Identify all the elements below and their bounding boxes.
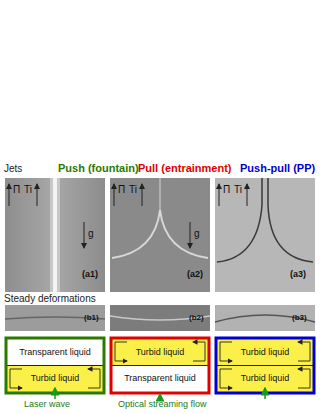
column-title: Push-pull (PP) <box>240 162 315 174</box>
panel-border <box>6 338 104 393</box>
symbol: Π <box>118 184 125 195</box>
band-label: Turbid liquid <box>241 348 290 358</box>
deformation-strip <box>215 305 315 331</box>
jet-photo <box>5 178 105 292</box>
panel-border <box>111 338 209 393</box>
heading: Steady deformations <box>4 293 96 304</box>
jet-beam <box>159 178 161 212</box>
symbol: g <box>194 228 200 239</box>
panel-ground <box>7 339 104 393</box>
band-label: Transparent liquid <box>19 348 91 358</box>
flow-loops <box>10 342 310 388</box>
liquid-band: Transparent liquid <box>124 367 196 390</box>
callout-label: Laser wave <box>24 400 70 410</box>
symbol: g <box>88 228 94 239</box>
symbol: Ti <box>234 184 242 195</box>
panel-tag: (a2) <box>187 270 203 280</box>
jet-photo <box>215 178 315 292</box>
panel-tag: (a1) <box>82 270 98 280</box>
band-label: Turbid liquid <box>31 374 80 384</box>
liquid-band: Turbid liquid <box>23 367 87 390</box>
panel-border <box>216 338 314 393</box>
symbol: Ti <box>129 184 137 195</box>
column-title: Pull (entrainment) <box>138 162 232 174</box>
liquid-band: Transparent liquid <box>19 341 91 364</box>
callout-label: Optical streaming flow <box>118 400 207 410</box>
interface-curve <box>112 210 208 258</box>
liquid-band: Turbid liquid <box>128 341 192 364</box>
symbol: Π <box>223 184 230 195</box>
symbol: Ti <box>24 184 32 195</box>
laser-arrows <box>55 388 265 399</box>
liquid-band: Turbid liquid <box>233 341 297 364</box>
deformation-strip <box>110 305 210 331</box>
heading: Jets <box>4 163 22 174</box>
panel-tag: (b2) <box>189 314 204 323</box>
arrows <box>9 184 247 248</box>
band-label: Turbid liquid <box>136 348 185 358</box>
column-title: Push (fountain) <box>58 162 139 174</box>
jet-halo <box>50 178 60 292</box>
panel-tag: (b3) <box>292 314 307 323</box>
band-label: Turbid liquid <box>241 374 290 384</box>
panel-tag: (a3) <box>290 270 306 280</box>
symbol: Π <box>13 184 20 195</box>
jet-beam <box>53 178 57 292</box>
jet-photo <box>110 178 210 292</box>
liquid-band: Turbid liquid <box>233 367 297 390</box>
deformation-strip <box>5 305 105 331</box>
panel-tag: (b1) <box>84 314 99 323</box>
band-label: Transparent liquid <box>124 374 196 384</box>
interface-curve <box>217 178 313 262</box>
